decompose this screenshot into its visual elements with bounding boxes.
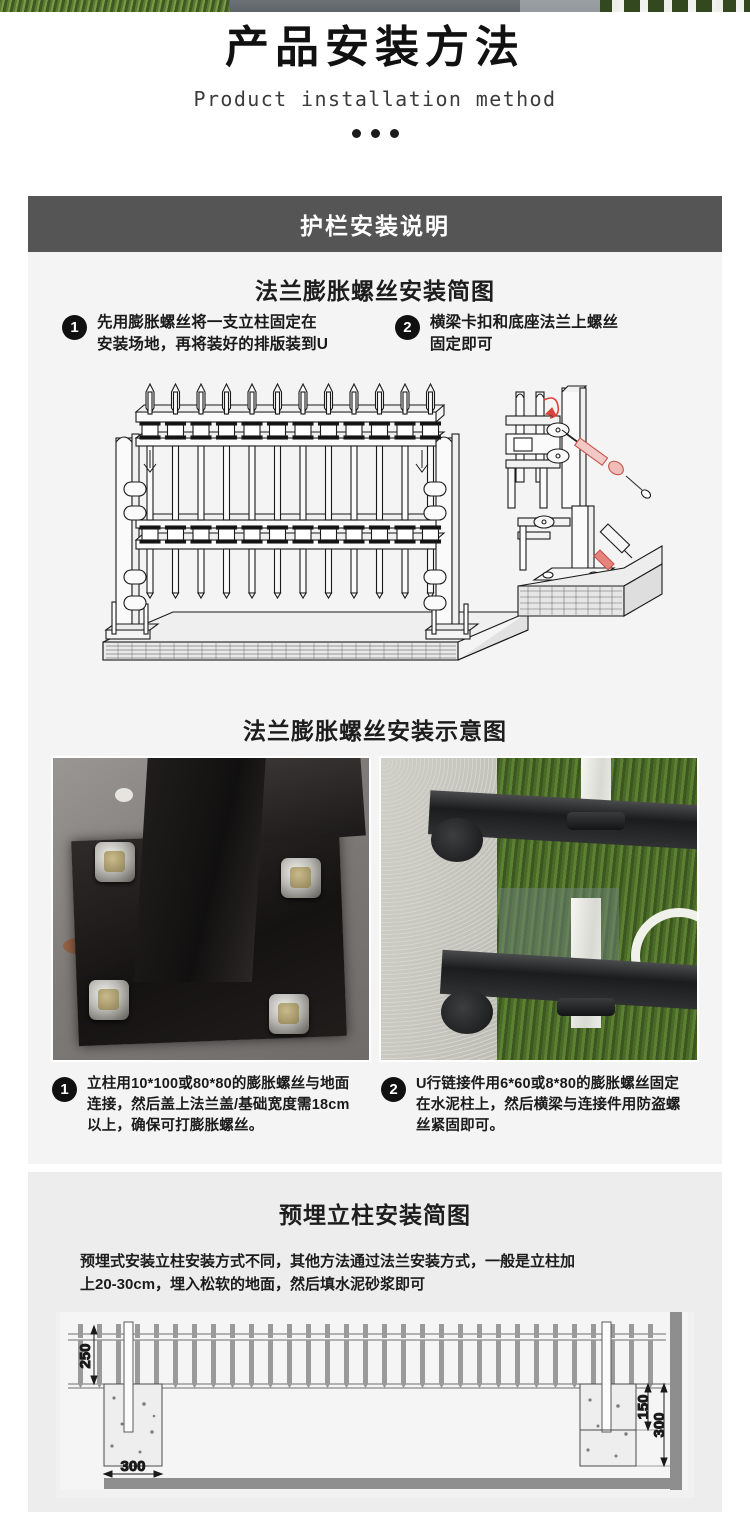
flange-photo-title: 法兰膨胀螺丝安装示意图 [243,718,507,744]
step-number-badge: 2 [394,315,420,340]
step-text: 先用膨胀螺丝将一支立柱固定在 安装场地，再将装好的排版装到U [97,314,329,353]
dimension-250: 250 [77,1343,94,1368]
concrete-wall [230,0,530,12]
header-photo-strip [0,0,750,12]
embedded-post-svg: 250 300 150 300 [56,1312,694,1498]
flange-diagram-title: 法兰膨胀螺丝安装简图 [255,278,495,304]
bolt-icon [89,980,129,1020]
page-title-block: 产品安装方法 Product installation method [0,20,750,138]
fence-assembly-drawing [28,372,722,672]
page-title: 产品安装方法 [225,22,525,73]
caption-text: U行链接件用6*60或8*80的膨胀螺丝固定 在水泥柱上，然后横梁与连接件用防盗… [416,1076,681,1135]
embed-diagram-title: 预埋立柱安装简图 [279,1202,471,1228]
bolt-icon [281,858,321,898]
concrete-hatch [520,587,622,615]
slab-hatch-vertical [117,643,441,659]
dot-icon [370,129,380,138]
footing-left [103,1321,163,1467]
u-connector [441,990,493,1034]
slab-hatch [106,645,456,659]
embed-note-text: 预埋式安装立柱安装方式不同，其他方法通过法兰安装方式，一般是立柱加 上20-30… [80,1253,576,1294]
photo-gallery [28,756,722,1062]
caption-text: 立柱用10*100或80*80的膨胀螺丝与地面 连接，然后盖上法兰盖/基础宽度需… [87,1076,350,1135]
caption-number-badge: 1 [52,1077,77,1102]
dot-separator [0,125,750,138]
caption-item: 2 U行链接件用6*60或8*80的膨胀螺丝固定 在水泥柱上，然后横梁与连接件用… [381,1074,698,1137]
dot-icon [351,129,361,138]
photo-rail-wall-mount [379,756,699,1062]
top-rails [134,404,446,447]
panel-header-bar: 护栏安装说明 [28,196,722,252]
fence-pickets [139,382,442,600]
post-brackets [123,481,447,611]
fence-assembly-svg [102,382,663,661]
expansion-screw [561,429,652,499]
fence-post-icon [664,0,671,12]
steel-column [133,758,267,982]
ground-slab [102,611,529,661]
photo-caption-list: 1 立柱用10*100或80*80的膨胀螺丝与地面 连接，然后盖上法兰盖/基础宽… [28,1074,722,1137]
detail-bolt-connection [505,385,652,509]
flange-installation-panel: 护栏安装说明 法兰膨胀螺丝安装简图 1 先用膨胀螺丝将一支立柱固定在 安装场地，… [28,196,722,1164]
dimension-300-depth: 300 [651,1412,668,1437]
fence-post-icon [612,0,619,12]
step-number-badge: 1 [62,315,87,340]
step-item: 1 先用膨胀螺丝将一支立柱固定在 安装场地，再将装好的排版装到U [62,312,395,356]
embedded-post-panel: 预埋立柱安装简图 预埋式安装立柱安装方式不同，其他方法通过法兰安装方式，一般是立… [28,1172,722,1512]
dimension-150: 150 [635,1394,652,1419]
page-subtitle: Product installation method [193,87,557,111]
footing-right [579,1321,637,1467]
panel-header-title: 护栏安装说明 [300,213,450,239]
detail-flange-base [517,505,663,617]
dimension-300-width: 300 [120,1458,145,1475]
fence-post-icon [716,0,723,12]
grass-texture [0,0,240,12]
caption-item: 1 立柱用10*100或80*80的膨胀螺丝与地面 连接，然后盖上法兰盖/基础宽… [52,1074,369,1137]
anchor-bolts [111,601,469,635]
fence-rail-photo [600,0,750,12]
step-text: 横梁卡扣和底座法兰上螺丝 固定即可 [429,314,619,353]
debris-spot [115,788,133,802]
picket-clamp [567,812,625,830]
picket-clamp [557,998,615,1016]
dot-icon [389,129,399,138]
u-connector [431,818,483,862]
embedded-post-drawing: 250 300 150 300 [56,1312,694,1498]
step-item: 2 横梁卡扣和底座法兰上螺丝 固定即可 [394,312,688,356]
direction-arrows [143,450,429,473]
photo-flange-base [51,756,371,1062]
caption-number-badge: 2 [381,1077,406,1102]
bolt-icon [95,842,135,882]
flange-steps-list: 1 先用膨胀螺丝将一支立柱固定在 安装场地，再将装好的排版装到U 2 横梁卡扣和… [28,312,722,356]
bolt-icon [269,994,309,1034]
